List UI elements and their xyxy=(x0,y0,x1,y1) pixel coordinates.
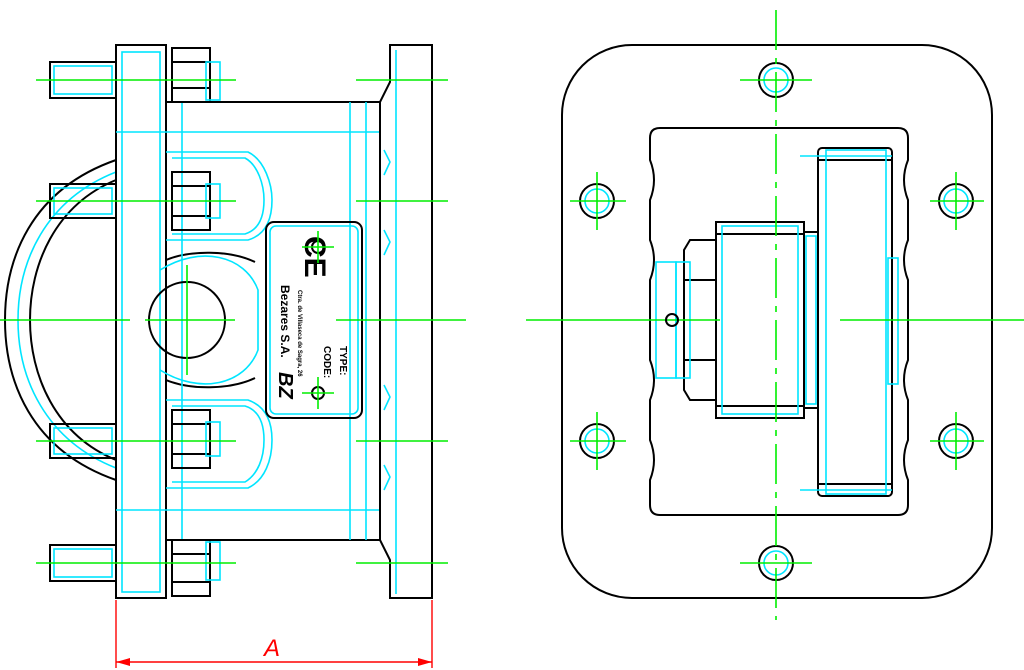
hex-nut-4 xyxy=(171,539,221,597)
inner-cavity xyxy=(649,127,909,516)
front-centerlines xyxy=(526,10,1024,620)
brand-name: Bezares S.A. xyxy=(278,285,292,358)
shaft-hub xyxy=(715,221,819,419)
type-label: TYPE: xyxy=(337,346,348,375)
name-plate: CE Bezares S.A. Ctra. de Villaseca de Sa… xyxy=(265,221,363,419)
side-centerlines xyxy=(0,79,466,564)
front-view xyxy=(526,10,1024,620)
pump-body xyxy=(116,101,380,541)
right-flange xyxy=(379,44,433,599)
dimension-label: A xyxy=(262,635,280,662)
lower-pocket xyxy=(166,399,273,489)
hex-nut-3 xyxy=(171,409,221,469)
pulley-wheel xyxy=(800,147,899,497)
left-flange xyxy=(115,44,167,599)
hex-nut-1 xyxy=(171,47,221,103)
brand-address: Ctra. de Villaseca de Sagra, 26 xyxy=(296,290,302,377)
brand-logo: BZ xyxy=(274,372,296,399)
outer-flange xyxy=(561,44,993,599)
upper-pocket xyxy=(166,151,273,241)
ce-mark: CE xyxy=(298,236,331,278)
side-view: CE Bezares S.A. Ctra. de Villaseca de Sa… xyxy=(0,44,466,668)
code-label: CODE: xyxy=(321,346,332,378)
dimension-a: A xyxy=(115,600,433,668)
